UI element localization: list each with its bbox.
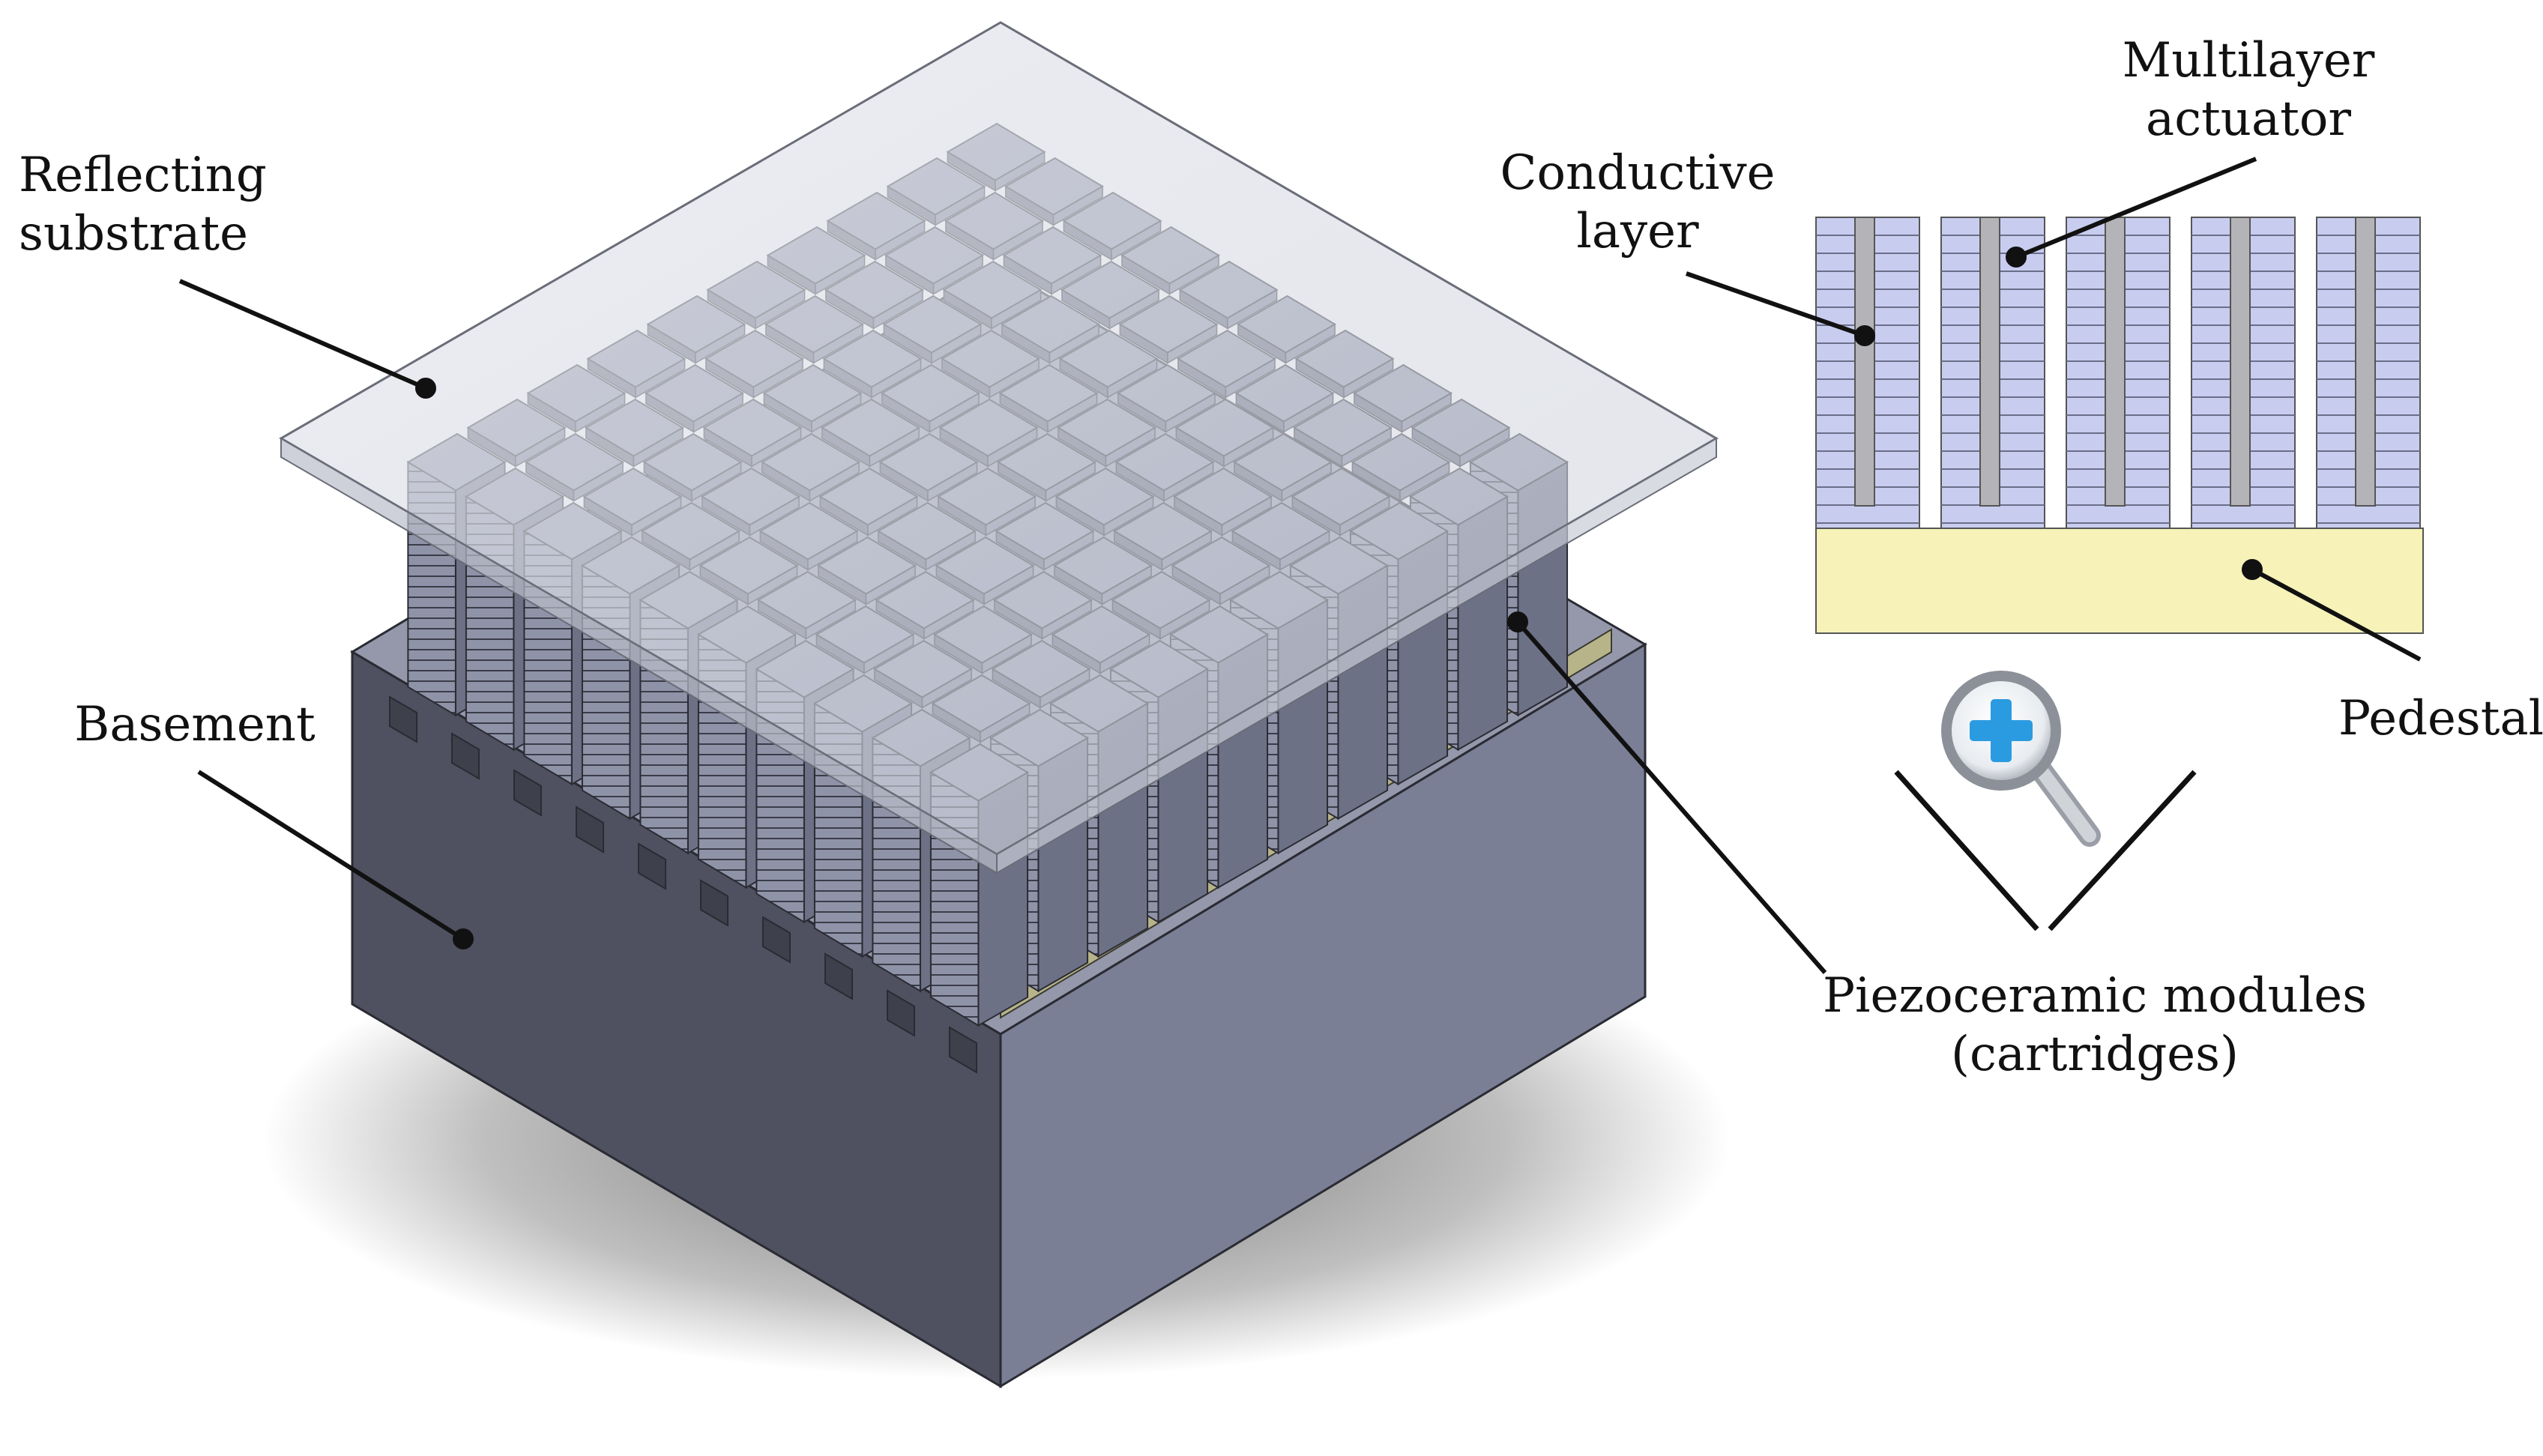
label-line: Conductive	[1500, 145, 1776, 201]
basement-notch	[638, 842, 666, 890]
label-line: Piezoceramic modules	[1822, 968, 2368, 1024]
leader-conductive-layer	[1686, 271, 1865, 338]
basement-notch	[887, 989, 915, 1037]
actuator-columns	[1815, 217, 2421, 529]
pedestal-block	[1815, 528, 2424, 634]
conductive-layer-rod	[2230, 217, 2251, 507]
leader-basement	[197, 770, 465, 941]
zoom-bracket-right	[2048, 770, 2197, 931]
basement-notch	[576, 806, 604, 854]
basement-notch	[700, 879, 728, 927]
reflecting-substrate-plate	[279, 21, 1719, 874]
cross-section-inset	[1815, 217, 2424, 634]
label-line: Pedestal	[2338, 691, 2543, 746]
leader-reflecting-substrate	[178, 279, 427, 390]
conductive-layer-rod	[1979, 217, 2000, 507]
label-multilayer-actuator: Multilayer actuator	[2121, 31, 2376, 148]
leader-piezoceramic-modules	[1515, 620, 1827, 974]
label-line: substrate	[19, 206, 248, 262]
label-line: Multilayer	[2122, 33, 2375, 88]
label-reflecting-substrate: Reflecting substrate	[19, 146, 267, 263]
label-line: (cartridges)	[1951, 1027, 2239, 1082]
multilayer-actuator-column	[2316, 217, 2421, 529]
basement-notch	[451, 732, 480, 780]
label-conductive-layer: Conductive layer	[1499, 144, 1776, 261]
label-basement: Basement	[71, 695, 319, 754]
multilayer-actuator-column	[1815, 217, 1920, 529]
basement-notches	[389, 695, 977, 1074]
leader-multilayer-actuator	[2015, 157, 2257, 259]
zoom-in-magnifier-icon	[1941, 671, 2101, 847]
label-line: Reflecting	[19, 148, 267, 203]
multilayer-actuator-column	[1940, 217, 2045, 529]
basement-notch	[824, 952, 853, 1000]
conductive-layer-rod	[2355, 217, 2376, 507]
leader-lines	[178, 157, 2422, 974]
label-line: layer	[1576, 204, 1699, 259]
leader-pedestal	[2251, 567, 2422, 662]
multilayer-actuator-column	[2066, 217, 2171, 529]
basement-notch	[949, 1026, 977, 1074]
label-piezoceramic-modules: Piezoceramic modules (cartridges)	[1814, 967, 2376, 1084]
conductive-layer-rod	[1854, 217, 1875, 507]
label-pedestal: Pedestal	[2338, 689, 2543, 748]
basement-notch	[513, 769, 542, 817]
multilayer-actuator-column	[2191, 217, 2296, 529]
basement-notch	[762, 916, 791, 964]
basement-notch	[389, 695, 417, 743]
conductive-layer-rod	[2105, 217, 2126, 507]
label-line: Basement	[74, 697, 316, 752]
zoom-bracket-left	[1894, 770, 2039, 931]
label-line: actuator	[2146, 91, 2351, 147]
